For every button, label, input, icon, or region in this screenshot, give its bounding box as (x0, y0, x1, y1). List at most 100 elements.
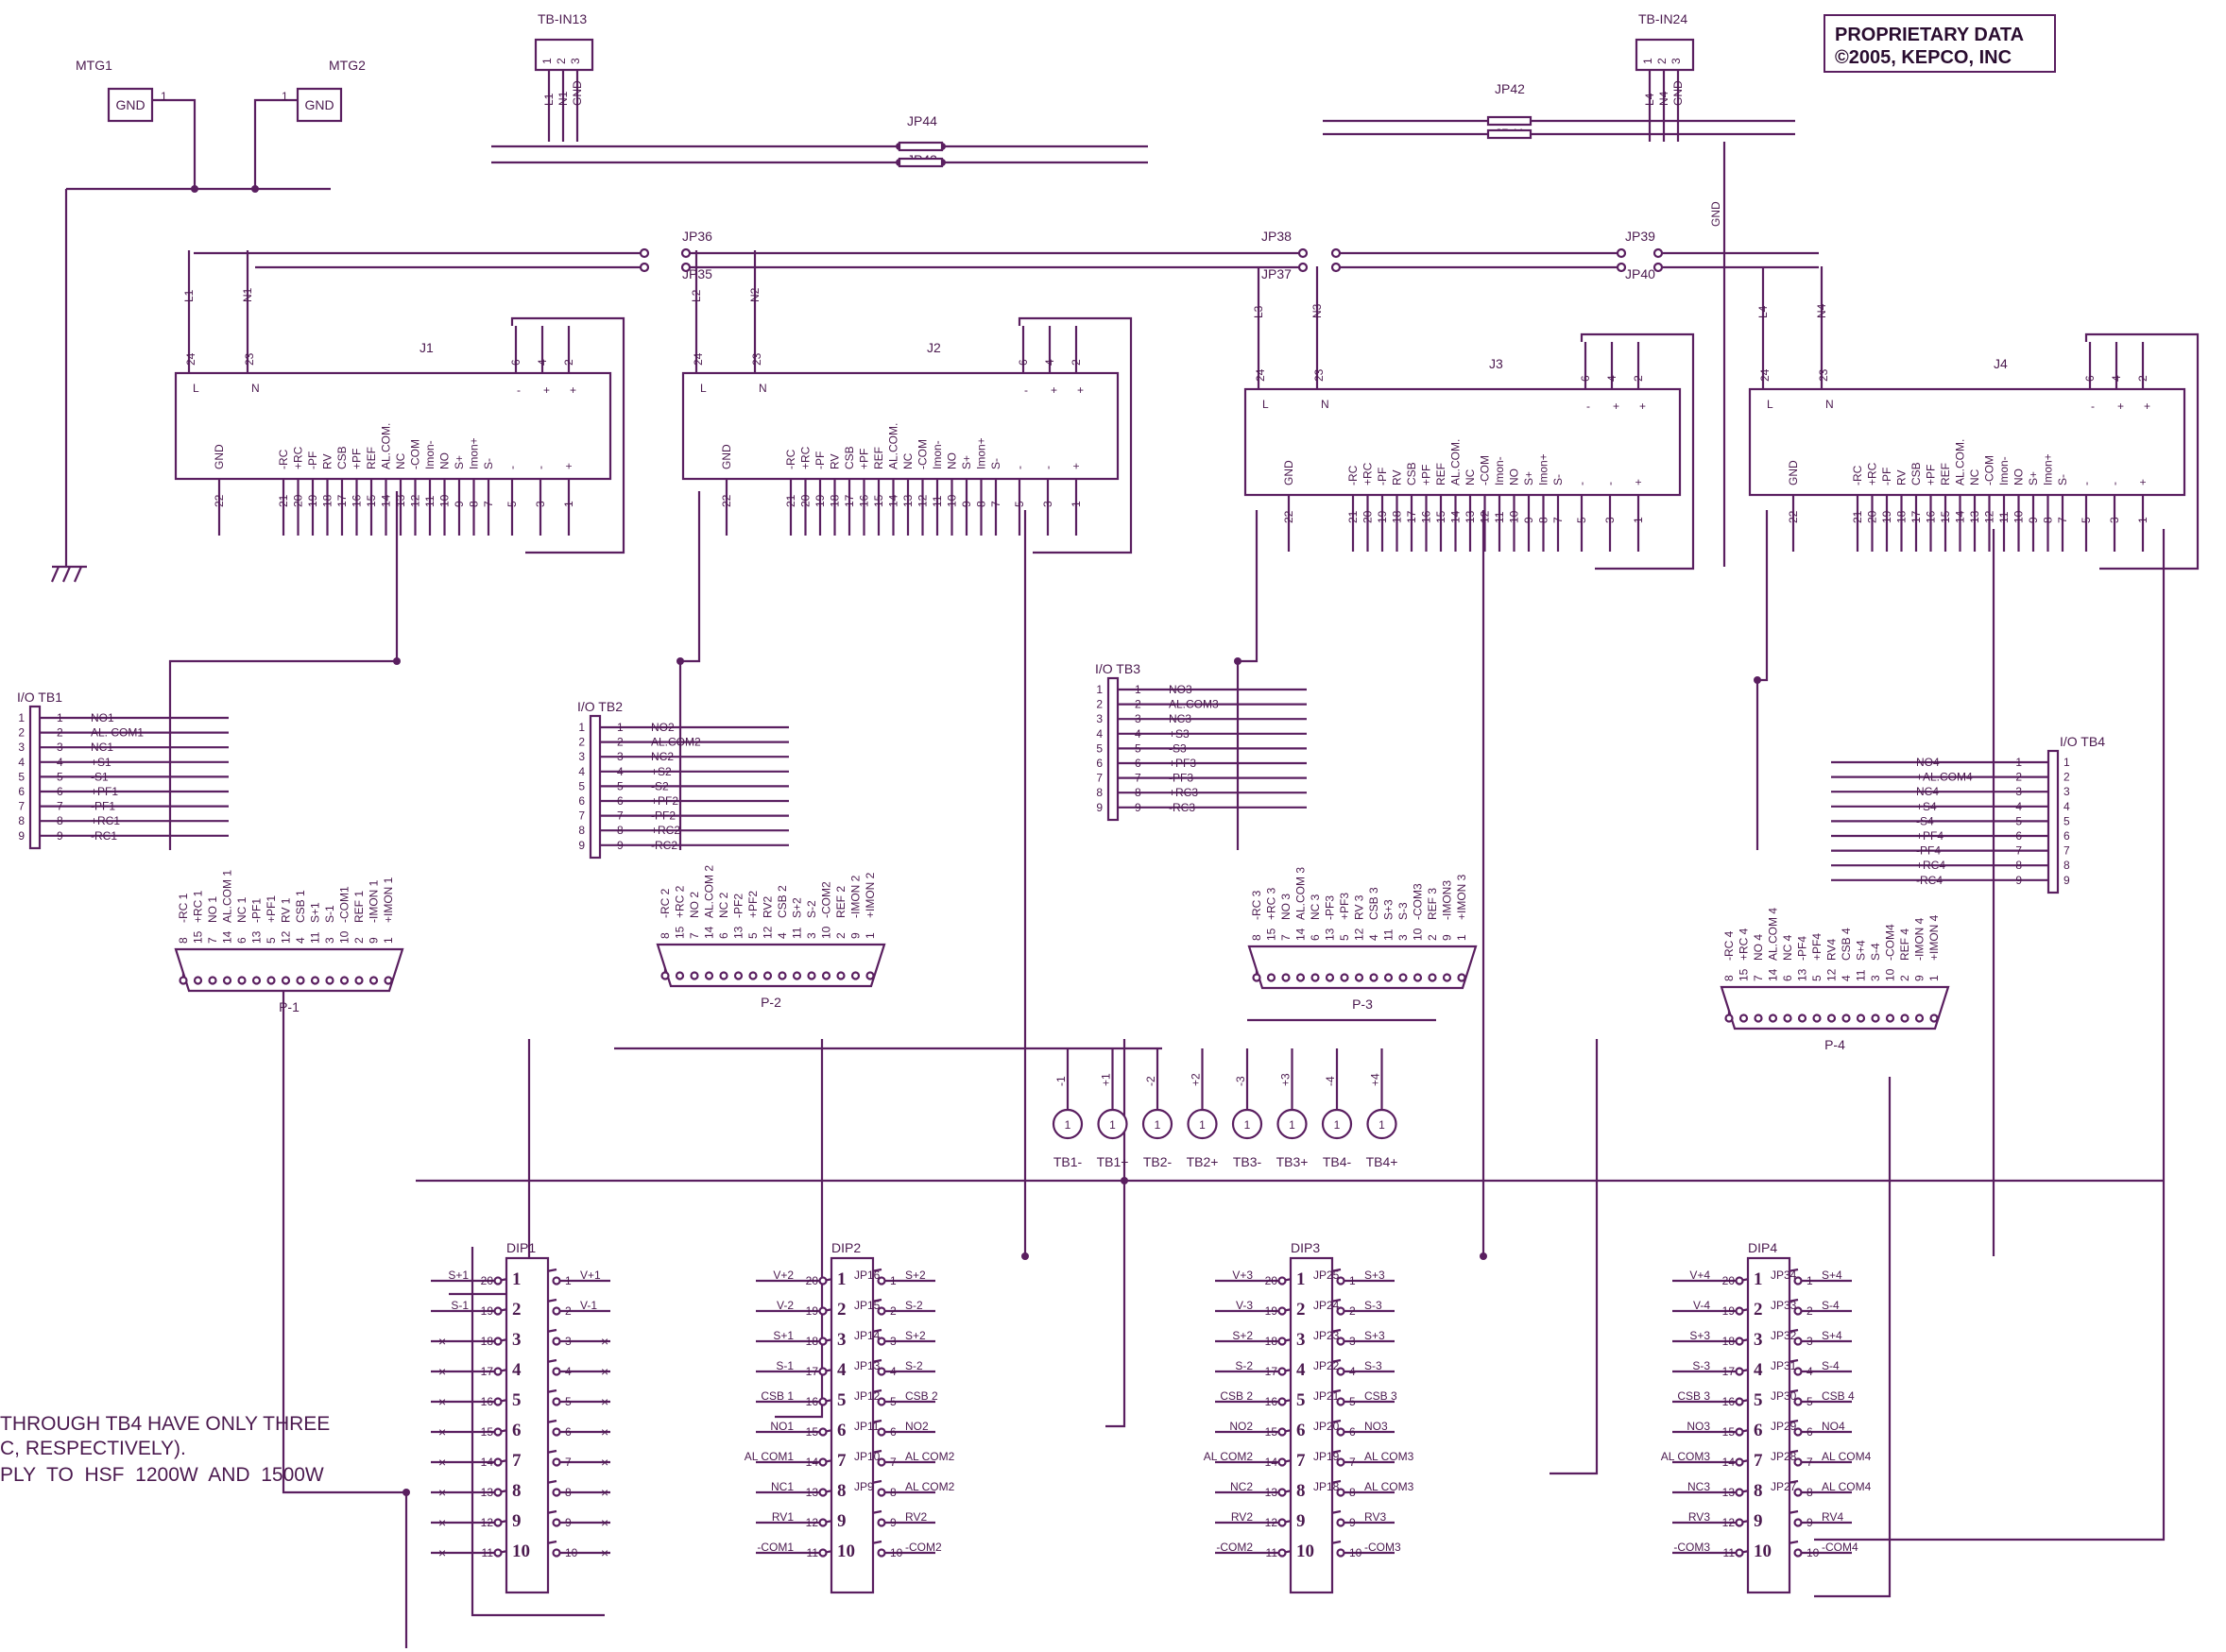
connector-pin-number: 15 (872, 494, 885, 507)
dip-left-signal: -COM3 (1673, 1541, 1710, 1554)
connector-signal-label: -COM (1983, 455, 1996, 485)
chassis-ground (50, 566, 60, 583)
dip-switch-number: 2 (837, 1300, 847, 1320)
dip-left-signal: CSB 1 (761, 1389, 794, 1403)
dip-left-signal: -COM1 (757, 1541, 794, 1554)
junction-dot (676, 657, 684, 665)
dsub-pin-number: 9 (1441, 934, 1454, 941)
dip-right-pin-number: 2 (1806, 1304, 1813, 1318)
dsub-signal-label: AL.COM 1 (221, 870, 234, 923)
dip-pin (877, 1367, 886, 1376)
dip-right-signal: RV3 (1364, 1510, 1386, 1524)
no-connect-mark: × (601, 1455, 608, 1470)
dsub-signal-label: AL.COM 3 (1294, 867, 1308, 920)
dip-left-pin-number: 13 (1722, 1486, 1736, 1499)
dip-left-pin-number: 15 (481, 1425, 494, 1439)
io-pin-index: 8 (2063, 859, 2070, 872)
dsub-pin (704, 971, 714, 980)
dip-pin (1336, 1427, 1345, 1437)
connector-pin-number: 2 (2136, 375, 2149, 382)
connector-signal-label: - (534, 466, 547, 469)
dsub-signal-label: +IMON 1 (382, 877, 395, 923)
proprietary-title-block: PROPRIETARY DATA ©2005, KEPCO, INC (1824, 14, 2056, 73)
dip-right-signal: S-4 (1822, 1299, 1840, 1312)
connector-signal-label: NO (438, 452, 452, 469)
dsub-pin (368, 976, 379, 985)
dip-jumper-label: JP30 (1771, 1389, 1797, 1403)
dsub-signal-label: S+3 (1382, 899, 1396, 920)
dip-pin (493, 1306, 503, 1316)
dip-left-signal: NC2 (1230, 1480, 1253, 1493)
dip-right-pin-number: 8 (890, 1486, 897, 1499)
dip-left-pin-number: 20 (806, 1274, 819, 1287)
io-pin-index: 1 (1096, 683, 1103, 696)
jumper-pad (1330, 262, 1342, 273)
dip-switch-number: 1 (1296, 1269, 1306, 1289)
junction-dot (402, 1489, 410, 1496)
connector-j1 (174, 371, 612, 481)
dip-switch-number: 8 (837, 1481, 847, 1501)
harness-wire (1814, 529, 2166, 1541)
connector-pin-number: 12 (1983, 510, 1996, 523)
io-pin-number: 8 (617, 824, 624, 837)
connector-signal-label: -COM (409, 439, 422, 469)
dip-switch-number: 2 (512, 1300, 522, 1320)
output-terminal-label: TB4- (1323, 1154, 1352, 1169)
dip-left-pin-number: 18 (1722, 1335, 1736, 1348)
dsub-signal-label: S-2 (805, 900, 818, 918)
dip-pin (818, 1397, 828, 1406)
output-terminal (1366, 1108, 1397, 1140)
connector-pin-number: 10 (438, 494, 452, 507)
dsub-pin (1369, 973, 1378, 982)
connector-pin-number: 24 (692, 352, 705, 366)
dsub-signal-label: CSB 3 (1367, 887, 1380, 920)
dsub-signal-label: -RC 2 (659, 888, 672, 918)
dip-pin (552, 1548, 561, 1558)
no-connect-mark: × (438, 1515, 446, 1530)
dip-pin (552, 1276, 561, 1286)
connector-pin-number: 19 (1880, 510, 1893, 523)
connector-pin-number: 6 (1579, 375, 1592, 382)
connector-signal-label: Imon+ (468, 437, 481, 469)
connector-pin-sign: + (1051, 383, 1057, 397)
dsub-pin (354, 976, 364, 985)
dip-switch-number: 8 (1296, 1481, 1306, 1501)
connector-pin-number: 14 (1954, 510, 1967, 523)
dsub-signal-label: -PF4 (1796, 936, 1809, 961)
io-signal-label: NC4 (1916, 785, 1939, 798)
dip-left-pin-number: 15 (1265, 1425, 1278, 1439)
dip-right-signal: AL COM2 (905, 1450, 955, 1463)
no-connect-mark: × (601, 1515, 608, 1530)
dip-left-pin-number: 13 (806, 1486, 819, 1499)
connector-n-net: N4 (1815, 303, 1828, 318)
jumper-pad (1652, 262, 1664, 273)
connector-pin-number: 10 (1508, 510, 1521, 523)
dip-switch-number: 9 (1754, 1511, 1763, 1531)
connector-signal-label: S- (1551, 474, 1565, 485)
connector-pin-number: 13 (901, 494, 915, 507)
dsub-pin-number: 4 (1840, 975, 1853, 981)
dip-right-pin-number: 3 (890, 1335, 897, 1348)
dsub-pin-number: 4 (294, 937, 307, 944)
connector-pin-number: 12 (1479, 510, 1492, 523)
dip-pin (1336, 1457, 1345, 1467)
dsub-pin-number: 5 (746, 932, 760, 939)
output-return-wire (2084, 332, 2200, 571)
dip-pin (877, 1488, 886, 1497)
connector-l-net: L1 (182, 289, 196, 302)
io-signal-label: -PF1 (91, 800, 115, 813)
jumper-pad (680, 247, 692, 259)
dip-jumper-label: JP31 (1771, 1359, 1797, 1372)
mounting-label: MTG1 (76, 58, 112, 73)
connector-signal-label: NO (2012, 468, 2026, 485)
dip-pin (1793, 1548, 1803, 1558)
connector-pin-number: 11 (1997, 511, 2011, 523)
dip-pin (1277, 1367, 1287, 1376)
io-pin-index: 5 (2063, 814, 2070, 827)
io-pin-number: 1 (1135, 683, 1141, 696)
dsub-pin-number: 7 (688, 932, 701, 939)
dip-left-pin-number: 14 (806, 1456, 819, 1469)
output-terminal-pin: 1 (1244, 1118, 1251, 1132)
io-signal-label: -RC2 (651, 839, 677, 852)
dsub-pin-number: 9 (368, 937, 381, 944)
